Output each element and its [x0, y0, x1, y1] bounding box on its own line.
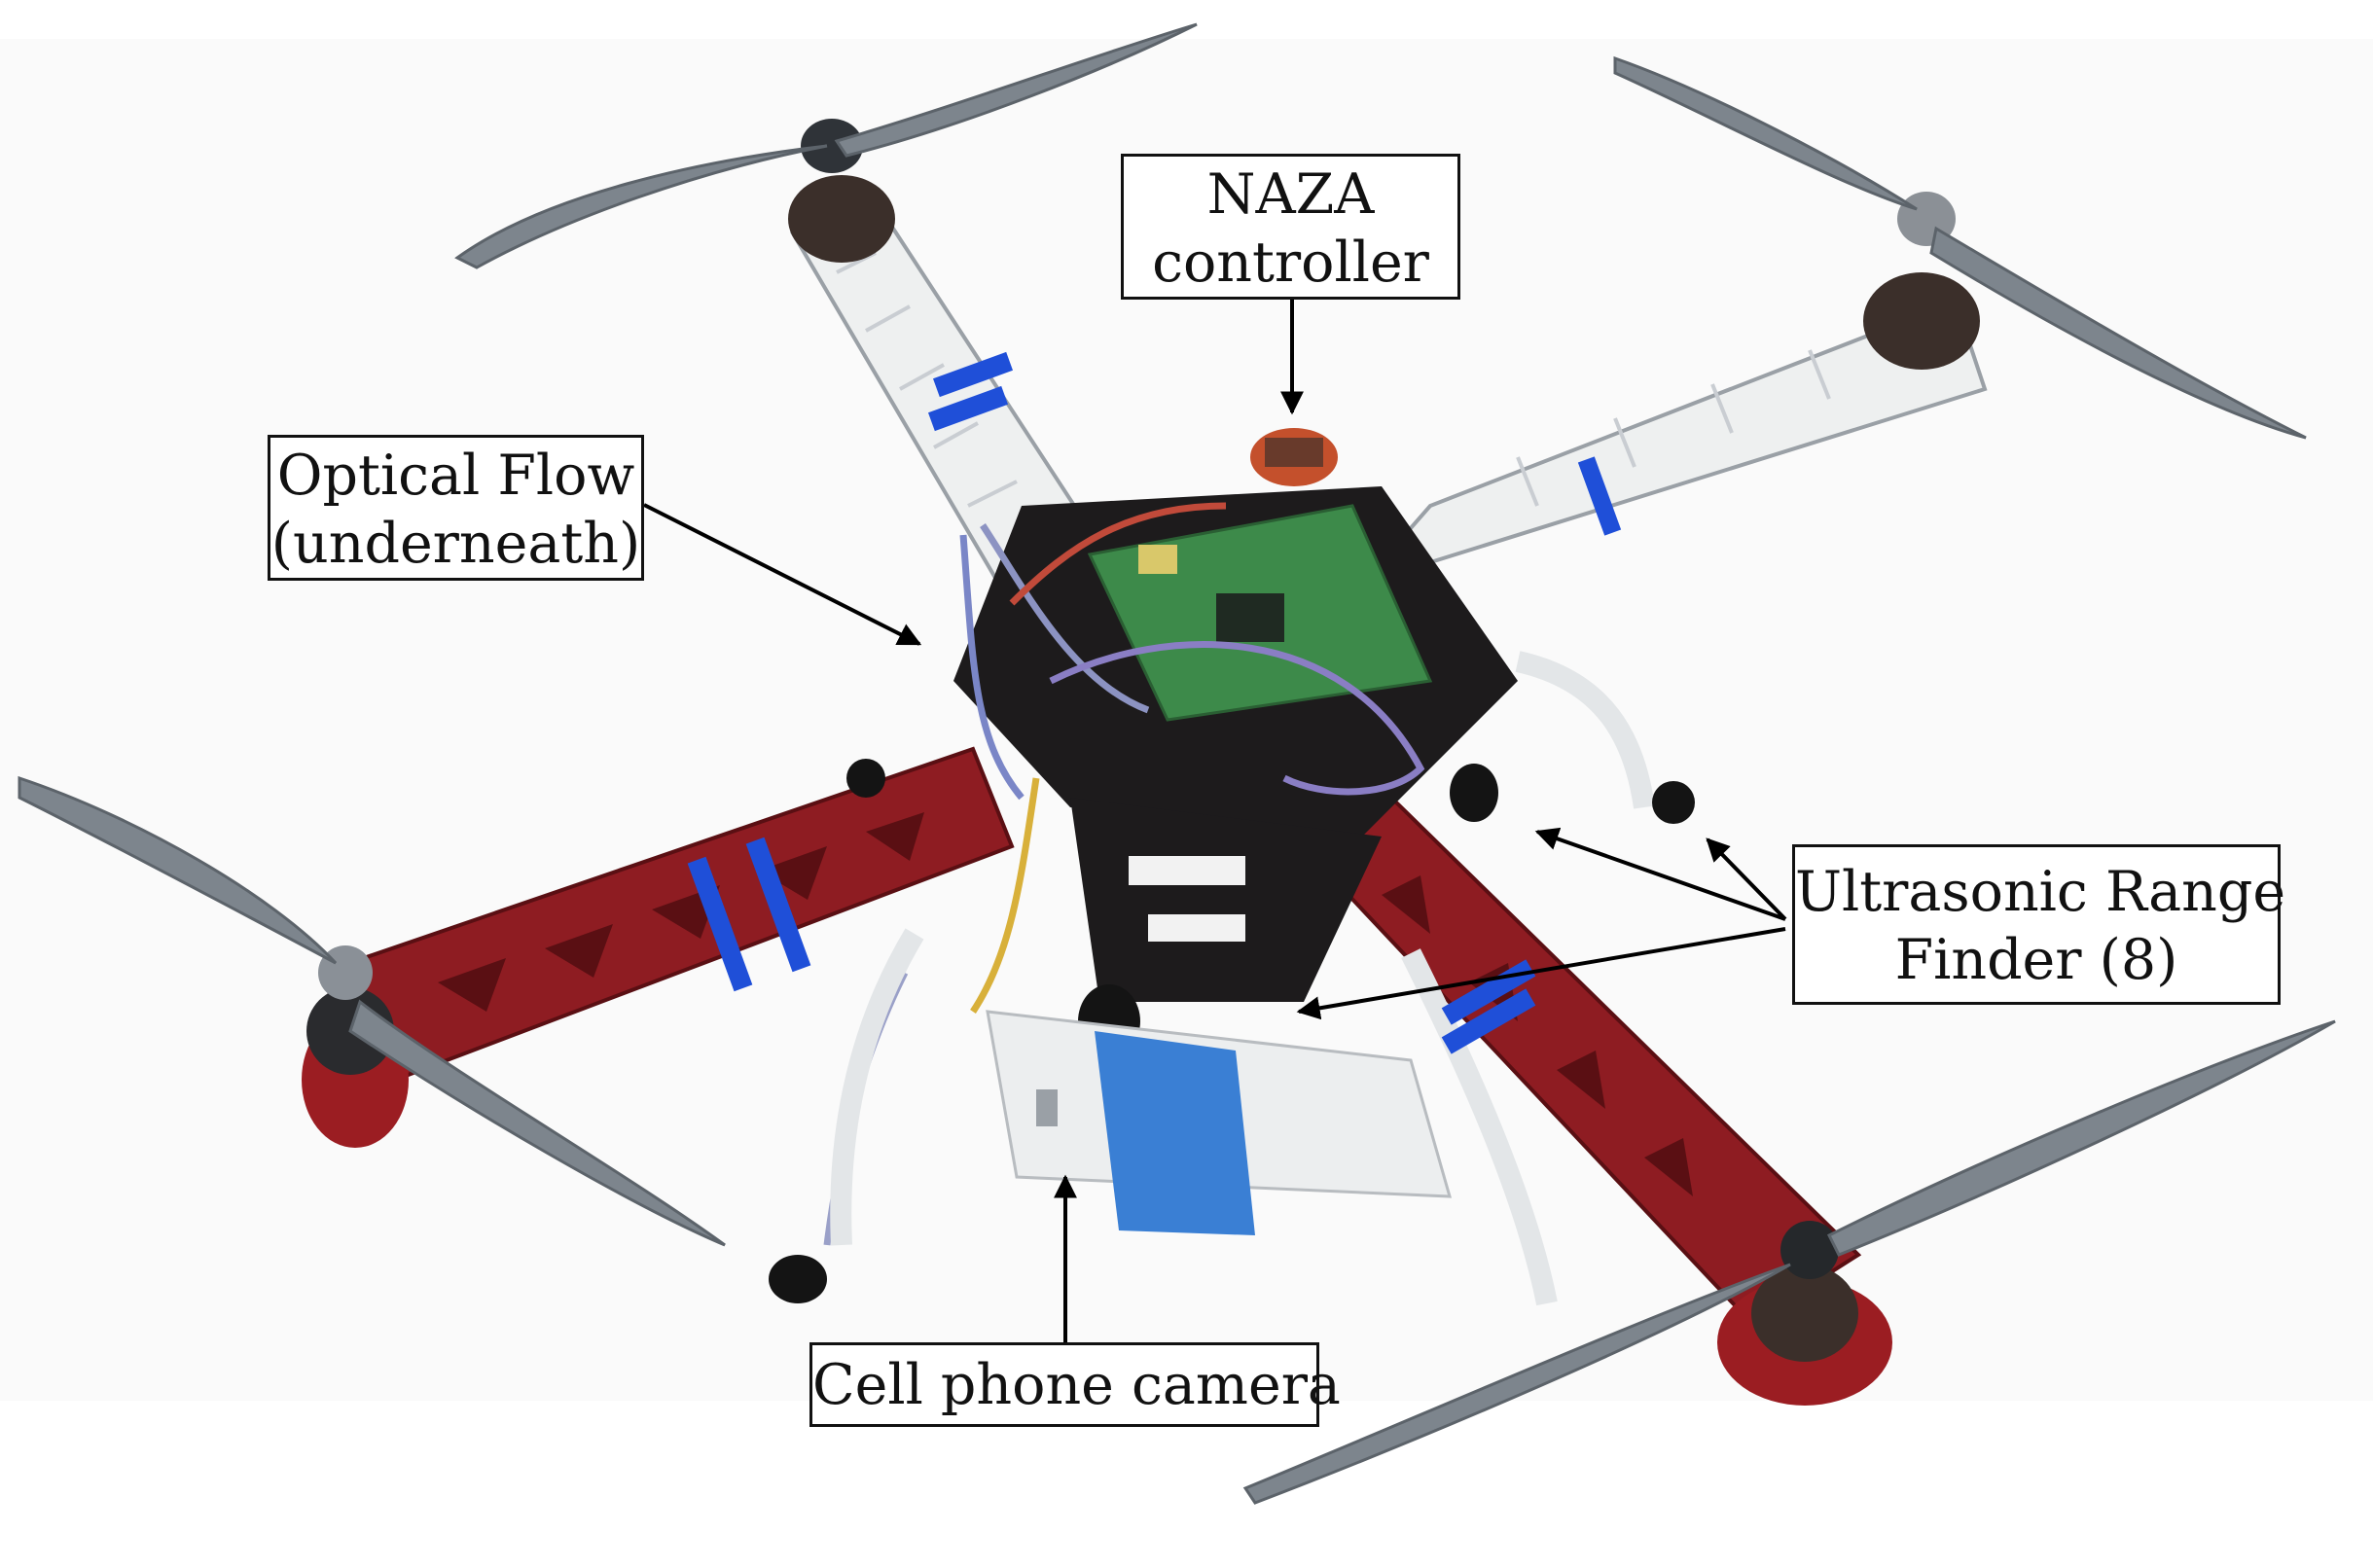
landing-gear-right	[1401, 651, 1655, 1306]
landing-gear-left	[830, 928, 924, 1246]
arrow-ultrasonic-2	[1706, 837, 1787, 921]
propeller-bottom-left	[18, 775, 726, 1247]
propeller-top-left	[454, 22, 1198, 269]
label-naza-controller: NAZA controller	[1121, 154, 1460, 300]
label-naza-line1: NAZA	[1206, 162, 1375, 227]
propeller-bottom-right	[1242, 1019, 2336, 1505]
label-ultrasonic-line1: Ultrasonic Range	[1795, 860, 2286, 924]
arrow-ultrasonic-3	[1296, 927, 1786, 1020]
arrow-ultrasonic-1	[1534, 827, 1786, 921]
arrow-optical-flow	[643, 503, 922, 646]
cell-phone	[986, 1010, 1453, 1235]
propeller-top-right	[1613, 55, 2307, 440]
motor-bottom-right	[1717, 1221, 1892, 1406]
label-optical-flow-line2: (underneath)	[270, 512, 641, 576]
circuit-board	[1087, 504, 1433, 722]
annotation-arrows	[643, 300, 1787, 1342]
label-optical-flow: Optical Flow (underneath)	[268, 435, 644, 581]
ultrasonic-sensors	[769, 759, 1695, 1303]
label-naza-line2: controller	[1152, 231, 1429, 295]
motor-top-left	[788, 119, 895, 263]
label-cell-phone-camera: Cell phone camera	[809, 1342, 1341, 1427]
label-ultrasonic-line2: Finder (8)	[1894, 928, 2178, 992]
label-ultrasonic-range-finder: Ultrasonic Range Finder (8)	[1792, 844, 2286, 1005]
label-optical-flow-line1: Optical Flow	[276, 444, 635, 508]
naza-controller-unit	[1250, 428, 1338, 486]
label-camera-line1: Cell phone camera	[812, 1353, 1341, 1417]
zip-ties	[687, 351, 1622, 1054]
